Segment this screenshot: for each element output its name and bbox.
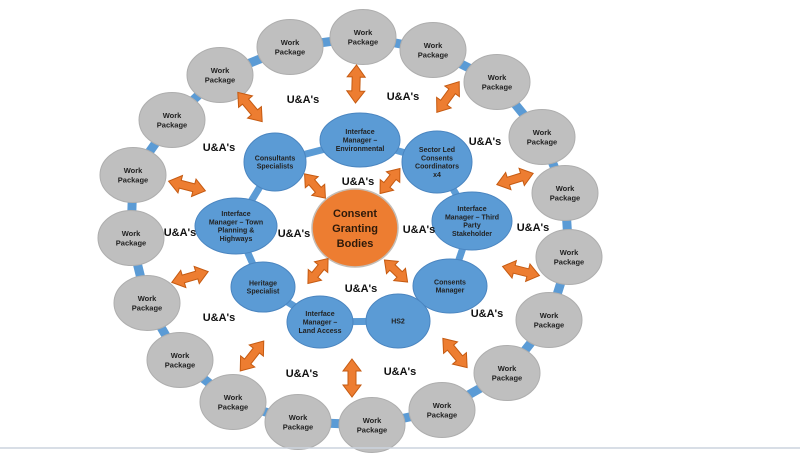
ua-label: U&A's	[517, 222, 550, 234]
work-package-node	[264, 394, 332, 450]
double-arrow-icon	[501, 259, 541, 283]
ua-label: U&A's	[203, 142, 236, 154]
double-arrow-icon	[239, 340, 265, 372]
inner-node-consultants-specialists	[243, 132, 307, 192]
ua-label: U&A's	[278, 228, 311, 240]
work-package-node	[399, 22, 467, 78]
inner-node-interface-manager-third-party-stakeholder	[431, 191, 513, 251]
double-arrow-icon	[442, 337, 468, 369]
ua-label: U&A's	[286, 368, 319, 380]
work-package-node	[113, 275, 181, 331]
double-arrow-icon	[170, 265, 210, 289]
work-package-node	[508, 109, 576, 165]
double-arrow-icon	[342, 358, 362, 398]
inner-node-interface-manager-land-access	[286, 295, 354, 349]
work-package-node	[531, 165, 599, 221]
inner-node-hs2	[365, 293, 431, 349]
double-arrow-icon	[237, 91, 263, 123]
work-package-node	[99, 147, 167, 203]
double-arrow-icon	[379, 167, 401, 195]
work-package-node	[473, 345, 541, 401]
double-arrow-icon	[383, 259, 409, 283]
ua-label: U&A's	[203, 312, 236, 324]
work-package-node	[256, 19, 324, 75]
double-arrow-icon	[167, 174, 207, 198]
inner-node-interface-manager-town-planning-highways	[194, 197, 278, 255]
work-package-node	[463, 54, 531, 110]
work-package-node	[199, 374, 267, 430]
ua-label: U&A's	[471, 308, 504, 320]
work-package-node	[97, 210, 165, 266]
center-node-consent-granting-bodies	[311, 188, 399, 268]
ua-label: U&A's	[342, 176, 375, 188]
work-package-node	[408, 382, 476, 438]
inner-node-interface-manager-environmental	[319, 112, 401, 168]
work-package-node	[535, 229, 603, 285]
work-package-node	[146, 332, 214, 388]
work-package-node	[515, 292, 583, 348]
double-arrow-icon	[304, 173, 326, 199]
ua-label: U&A's	[345, 283, 378, 295]
ua-label: U&A's	[384, 366, 417, 378]
inner-node-consents-manager	[412, 258, 488, 314]
work-package-node	[186, 47, 254, 103]
double-arrow-icon	[345, 64, 367, 104]
ua-label: U&A's	[164, 227, 197, 239]
double-arrow-icon	[436, 80, 460, 114]
inner-node-heritage-specialist	[230, 261, 296, 313]
ua-label: U&A's	[403, 224, 436, 236]
ua-label: U&A's	[287, 94, 320, 106]
work-package-node	[138, 92, 206, 148]
work-package-node	[329, 9, 397, 65]
ua-label: U&A's	[387, 91, 420, 103]
double-arrow-icon	[307, 257, 329, 285]
ua-label: U&A's	[469, 136, 502, 148]
double-arrow-icon	[496, 167, 534, 191]
inner-node-sector-led-consents-coordinators	[401, 130, 473, 194]
inner-ring-connector	[232, 136, 476, 326]
node-label: HS2	[391, 319, 405, 326]
